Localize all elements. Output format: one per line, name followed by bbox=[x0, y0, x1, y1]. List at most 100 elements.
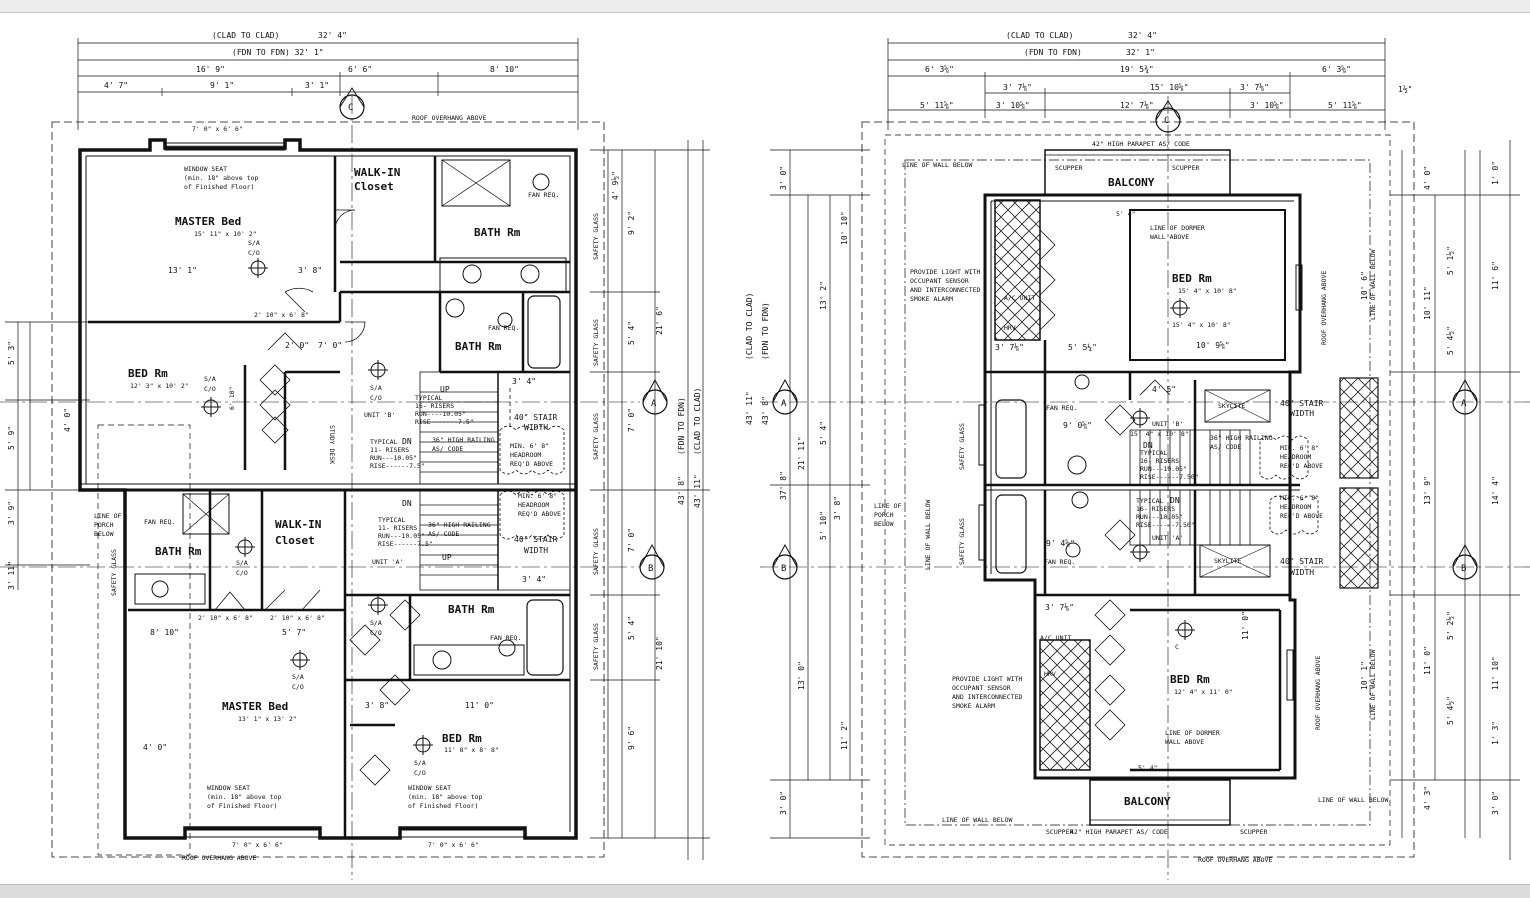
plan-label: 3' 10⅝" bbox=[1250, 101, 1284, 110]
plan-label: UP bbox=[442, 553, 452, 562]
plan-label: 6' 6" bbox=[348, 65, 372, 74]
left-roof-overhang-bot: ROOF OVERHANG ABOVE bbox=[182, 854, 256, 862]
viewer-top-bar bbox=[0, 0, 1530, 13]
plan-label: SAFETY GLASS bbox=[592, 623, 600, 670]
plan-label: 16- RISERS bbox=[1136, 505, 1175, 513]
plan-label: PROVIDE LIGHT WITH bbox=[910, 268, 981, 276]
plan-label: HRV bbox=[1004, 324, 1016, 332]
plan-label: 3' 11" bbox=[7, 561, 16, 590]
plan-label: SAFETY GLASS bbox=[592, 413, 600, 460]
right-interior-walls bbox=[985, 340, 1300, 772]
left-clad-value: 32' 4" bbox=[318, 31, 347, 40]
left-top-dimensions bbox=[77, 38, 579, 130]
plan-label: WALL ABOVE bbox=[1165, 738, 1204, 746]
left-bed-rm-left: BED Rm bbox=[128, 367, 168, 380]
plan-label: A/C UNIT bbox=[1040, 634, 1071, 642]
plan-label: 6' 3⅝" bbox=[925, 65, 954, 74]
plan-label: 11' 2" bbox=[840, 721, 849, 750]
plan-label: FAN REQ. bbox=[144, 518, 175, 526]
right-balcony-bot-label: BALCONY bbox=[1124, 795, 1171, 808]
plan-label: 5' 10" bbox=[819, 511, 828, 540]
plan-label: of Finished Floor) bbox=[184, 183, 254, 191]
plan-label: 3' 7⅛" bbox=[1045, 603, 1074, 612]
plan-label: RISE-------7.5" bbox=[415, 418, 474, 426]
plan-label: 13' 2" bbox=[819, 281, 828, 310]
plan-label: REQ'D ABOVE bbox=[1280, 462, 1323, 470]
plan-label: LINE OF WALL BELOW bbox=[1369, 249, 1377, 320]
plan-label: 4' 0" bbox=[1423, 166, 1432, 190]
plan-label: 10' 10" bbox=[840, 211, 849, 245]
right-roof-overhang-bot: ROOF OVERHANG ABOVE bbox=[1198, 856, 1272, 864]
plan-label: 10' 1" bbox=[1360, 661, 1369, 690]
plan-label: HEADROOM bbox=[518, 501, 549, 509]
plan-label: SAFETY GLASS bbox=[958, 518, 966, 565]
right-stairs bbox=[1129, 429, 1319, 546]
plan-label: 7' 0" bbox=[318, 341, 342, 350]
plan-label: WIDTH bbox=[1290, 409, 1314, 418]
plan-label: S/A bbox=[370, 619, 382, 627]
plan-label: 11' 8" x 8' 8" bbox=[444, 746, 499, 754]
right-grid-a-right-label: A bbox=[1461, 399, 1467, 409]
left-bath-rm-4: BATH Rm bbox=[448, 603, 495, 616]
plan-label: 14' 4" bbox=[1491, 476, 1500, 505]
plan-label: WIDTH bbox=[524, 546, 548, 555]
plan-label: 8' 10" bbox=[490, 65, 519, 74]
plan-label: 12' 7⅛" bbox=[1120, 101, 1154, 110]
left-roof-overhang-top: ROOF OVERHANG ABOVE bbox=[412, 114, 486, 122]
plan-label: 4' 3" bbox=[1423, 786, 1432, 810]
plan-label: LINE OF WALL BELOW bbox=[1318, 796, 1389, 804]
plan-label: 5' 2½" bbox=[1445, 611, 1455, 640]
left-unit-a: UNIT 'A' bbox=[372, 558, 403, 566]
plan-label: 43' 11" bbox=[693, 474, 702, 508]
plan-label: LINE OF DORMER bbox=[1165, 729, 1220, 737]
left-walkin-top: WALK-IN bbox=[354, 166, 400, 179]
plan-label: 4' 7" bbox=[104, 81, 128, 90]
plan-label: SAFETY GLASS bbox=[592, 213, 600, 260]
plan-label: 21' 10" bbox=[655, 636, 664, 670]
plan-label: 40" STAIR bbox=[514, 413, 558, 422]
left-bath-rm-1: BATH Rm bbox=[474, 226, 521, 239]
plan-label: 7' 0" x 6' 6" bbox=[192, 125, 243, 133]
left-master-bed-top: MASTER Bed bbox=[175, 215, 241, 228]
plan-label: 3' 1" bbox=[305, 81, 329, 90]
plan-label: (min. 18" above top bbox=[408, 793, 482, 801]
plan-label: MIN. 6' 8" bbox=[1280, 444, 1319, 452]
plan-label: 4' 5" bbox=[1152, 385, 1176, 394]
plan-label: PROVIDE LIGHT WITH bbox=[952, 675, 1023, 683]
right-exterior-wall bbox=[983, 193, 1302, 780]
left-grid-b-label: B bbox=[648, 564, 653, 574]
plan-label: 5' 11⅝" bbox=[920, 101, 954, 110]
left-clad-label: (CLAD TO CLAD) bbox=[212, 31, 279, 40]
plan-label: 16- RISERS bbox=[415, 402, 454, 410]
plan-label: 13' 1" x 13' 2" bbox=[238, 715, 297, 723]
plan-label: WINDOW SEAT bbox=[408, 784, 451, 792]
plan-label: 3' 0" bbox=[1491, 791, 1500, 815]
plan-label: S/A bbox=[370, 384, 382, 392]
plan-label: 5' 4½" bbox=[1445, 696, 1455, 725]
plan-label: 7' 0" x 6' 6" bbox=[428, 841, 479, 849]
plan-label: 3' 0" bbox=[779, 166, 788, 190]
plan-label: 11- RISERS bbox=[370, 446, 409, 454]
plan-label: Closet bbox=[275, 534, 315, 547]
plan-label: RUN---10.05" bbox=[1136, 513, 1183, 521]
plan-label: C/O bbox=[236, 569, 248, 577]
plan-label: LINE OF WALL BELOW bbox=[1369, 649, 1377, 720]
plan-label: RUN---10.05" bbox=[370, 454, 417, 462]
right-right-dimensions bbox=[1390, 140, 1520, 860]
plan-label: 37' 8" bbox=[779, 471, 788, 500]
plan-label: PORCH bbox=[874, 511, 894, 519]
plan-label: TYPICAL bbox=[370, 438, 397, 446]
plan-label: LINE OF bbox=[94, 512, 121, 520]
left-plan-labels: (CLAD TO CLAD) 32' 4" (FDN TO FDN) 32' 1… bbox=[7, 31, 702, 862]
plan-label: SAFETY GLASS bbox=[958, 423, 966, 470]
plan-label: 7' 0" x 6' 6" bbox=[232, 841, 283, 849]
plan-label: 5' 4" bbox=[1116, 210, 1136, 218]
plan-label: AND INTERCONNECTED bbox=[952, 693, 1023, 701]
plan-label: 42" HIGH PARAPET AS/ CODE bbox=[1092, 140, 1190, 148]
plan-label: 12' 3" x 10' 2" bbox=[130, 382, 189, 390]
left-bed-rm-bot: BED Rm bbox=[442, 732, 482, 745]
plan-label: SMOKE ALARM bbox=[952, 702, 995, 710]
plan-label: MIN. 6' 8" bbox=[518, 492, 557, 500]
plan-label: FAN REQ. bbox=[1044, 558, 1075, 566]
plan-label: 5' 4½" bbox=[1445, 326, 1455, 355]
